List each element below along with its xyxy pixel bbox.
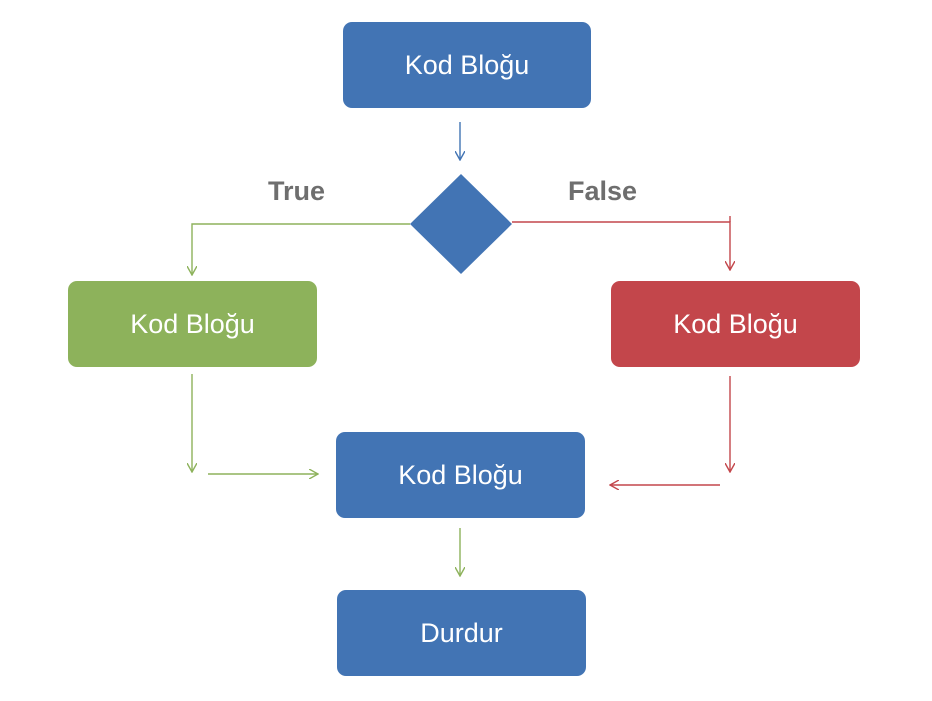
arrow-false-branch <box>512 221 730 270</box>
true-label: True <box>268 176 326 206</box>
false-block: Kod Bloğu <box>611 281 860 367</box>
start-block-label: Kod Bloğu <box>404 49 530 80</box>
merge-block-label: Kod Bloğu <box>398 459 523 490</box>
stop-block: Durdur <box>337 590 586 676</box>
merge-block: Kod Bloğu <box>336 432 585 518</box>
false-block-label: Kod Bloğu <box>673 308 798 339</box>
false-label: False <box>568 176 638 206</box>
true-block-label: Kod Bloğu <box>130 308 255 339</box>
decision-diamond <box>410 174 512 274</box>
start-block: Kod Bloğu <box>343 22 591 108</box>
stop-block-label: Durdur <box>420 617 503 648</box>
true-block: Kod Bloğu <box>68 281 317 367</box>
arrow-true-branch <box>192 223 410 275</box>
